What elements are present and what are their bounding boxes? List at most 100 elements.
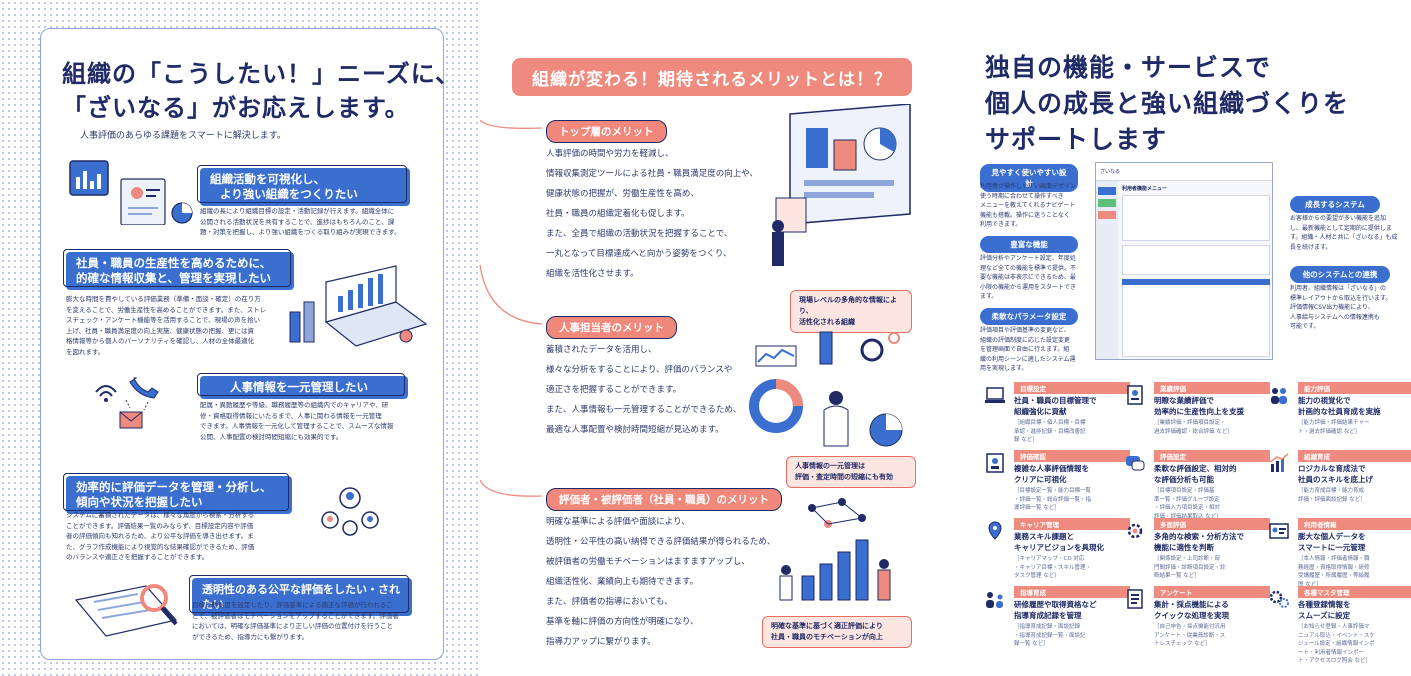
feature-details-line: ［能力育成目標・能力育成 <box>1298 488 1365 494</box>
section-5-body-line: とで、被評価者はモチベーションをアップすることができます。評価者 <box>192 611 399 620</box>
section-4-body-line: た、グラフ作成機能により視覚的な結果確認ができるため、評価 <box>66 542 255 551</box>
section-4-body: システムに蓄積されたデータは、様々な角度から検索・分析する ことができます。評価… <box>66 510 306 563</box>
feature-title-line: 社員・職員の目標管理で <box>1014 396 1097 405</box>
feature-details-line: 過去評価確認・総合評価 など］ <box>1154 428 1233 435</box>
feature-details: ［業績評価・評価項目設定・過去評価確認・総合評価 など］ <box>1154 419 1266 436</box>
section-3-body-line: 配属・異動履歴や等級、職務履歴等の組織内でのキャリアや、研 <box>200 401 389 409</box>
section-4-title-line-1: 効率的に評価データを管理・分析し、 <box>76 480 272 494</box>
point-integration-body: 利用者、組織情報は「ざいなる」の 標準レイアウトから取込を行います。 評価情報C… <box>1290 284 1402 332</box>
point-body-line: 小限の機能から運用をスタートでき <box>980 283 1077 291</box>
section-3-title-line-1: 人事情報を一元管理したい <box>230 380 368 394</box>
top-merit-text: 人事評価の時間や労力を軽減し、 情報収集測定ツールによる社員・職員満足度の向上や… <box>546 144 786 284</box>
feature-title-line: 業務スキル課題と <box>1014 532 1074 541</box>
growth-chart-icon <box>1269 453 1289 472</box>
feature-details-line: 断結果一覧 など］ <box>1154 573 1200 579</box>
feature-details-line: 導評価一覧 など］ <box>1014 505 1060 511</box>
feature-details-line: ［関係設定・上司診断・部 <box>1154 556 1221 562</box>
feature-title-line: 機能に適性を判断 <box>1154 543 1214 552</box>
feature-details: ［指導育成記録・面談記録・指導育成記録一覧・面談記録一覧 など］ <box>1014 623 1126 649</box>
point-body-line: 織の利用シーンに適したシステム運 <box>980 355 1076 363</box>
point-design-body: 利用者が操作しやすい画面デザイン、 使う時期に合わせて操作すべき メニューを教え… <box>980 182 1090 230</box>
feature-details: ［関係設定・上司診断・部門間評価・診断項目設定・診断結果一覧 など］ <box>1154 555 1266 581</box>
point-body-line: 利用者が操作しやすい画面デザイン、 <box>980 183 1082 190</box>
feature-details-line: ・キャリア目標・スキル管理・ <box>1014 564 1092 571</box>
mockup-brand: ざいなる <box>1100 169 1121 175</box>
section-2-body-line: を変えることで、労働生産性を高めることができます。また、ストレ <box>66 305 267 314</box>
point-body-line: 使う時期に合わせて操作すべき <box>980 192 1064 200</box>
section-5-body-line: ができるため、指導力にも繋がります。 <box>192 632 309 641</box>
feature-title-line: 指導育成記録を管理 <box>1014 611 1082 620</box>
feature-tag: 評価設定 <box>1154 450 1270 462</box>
point-body-line: 評価分析やアンケート設定、年度処 <box>980 255 1076 262</box>
feature-details-line: ［能力評価・評価結果チャー <box>1298 420 1370 426</box>
point-features-label: 豊富な機能 <box>980 236 1078 253</box>
feature-title-line: 膨大な個人データを <box>1298 532 1366 541</box>
feature-title-line: キャリアビジョンを具現化 <box>1014 543 1104 552</box>
feature-title-line: 複雑な人事評価情報を <box>1014 464 1089 473</box>
feature-title: 能力の視覚化で計画的な社員育成を実施 <box>1298 395 1381 417</box>
evaluator-merit-line: また、評価者の指導においても、 <box>546 597 673 607</box>
point-body-line: 機能も搭載。操作に迷うことなく <box>980 211 1070 219</box>
feature-title: 柔軟な評価設定、相対的な評価分析も可能 <box>1154 463 1237 485</box>
monitor-analytics-illustration <box>772 104 911 266</box>
feature-details-line: アンケート・従業員診断・ス <box>1154 632 1226 639</box>
point-body-line: す。組織・人材と共に「ざいなる」も成 <box>1290 234 1398 241</box>
feature-title-line: クイックな処理を実現 <box>1154 611 1229 620</box>
feature-details-line: 録 など］ <box>1014 437 1038 443</box>
feature-tag: 業績評価 <box>1154 382 1270 394</box>
feature-title-line: 計画的な社員育成を実施 <box>1298 407 1381 416</box>
top-callout-line: 活性化される組織 <box>799 318 855 326</box>
feature-tag: 評価確認 <box>1014 450 1130 462</box>
top-merit-line: 社員・職員の組織定着化も促します。 <box>546 209 690 219</box>
people-icon <box>1271 388 1287 404</box>
feature-title-line: 研修履歴や取得資格など <box>1014 600 1097 609</box>
top-merit-line: 健康状態の把握が、労働生産性を高め、 <box>546 189 699 199</box>
evaluator-merit-pill: 評価者・被評価者（社員・職員）のメリット <box>546 488 782 511</box>
feature-tag: 各種マスタ管理 <box>1298 586 1411 598</box>
feature-details: ［目標項目設定・評価基準一覧・評価グループ設定・評価入力項目設定・相対評価・評価… <box>1154 487 1266 521</box>
feature-title-line: ロジカルな育成法で <box>1298 464 1366 473</box>
section-3-body-line: 公開、人事配置の検討時間短縮にも効果的です。 <box>200 432 343 441</box>
feature-details-line: 録一覧 など］ <box>1014 641 1049 647</box>
growth-chart-illustration <box>779 498 891 601</box>
point-body-line: メニューを教えてくれるナビゲート <box>980 202 1076 209</box>
feature-details-line: ［業績評価・評価項目設定・ <box>1154 420 1226 426</box>
section-2-body-line: スチェック・アンケート機能等を活用することで、現場の声を拾い <box>66 316 261 324</box>
hr-merit-callout: 人事情報の一元管理は 評価・査定時間の短縮にも有効 <box>786 456 916 488</box>
feature-details-line: ト・過去評価確認 など］ <box>1298 428 1361 435</box>
gear-people-icon <box>1127 523 1143 539</box>
feature-details: ［本人情報・評価者情報・職務経歴・資格取得情報・研修受講履歴・所属履歴・等級履歴… <box>1298 555 1410 589</box>
feature-details-line: ［キャリアマップ・CD 対応 <box>1014 556 1085 562</box>
hr-merit-line: 最適な人事配置や検討時間短縮が見込めます。 <box>546 425 724 435</box>
feature-title-line: 明瞭な業績評価で <box>1154 396 1214 405</box>
point-body-line: し、最新機能として定期的に提供しま <box>1290 224 1392 232</box>
evaluator-merit-text: 明確な基準による評価や面談により、 透明性・公平性の高い納得できる評価結果が得ら… <box>546 512 786 652</box>
feature-title-line: クリアに可視化 <box>1014 475 1067 484</box>
connector-lines <box>479 120 543 497</box>
right-title-line-3: サポートします <box>985 125 1168 154</box>
point-growth-label: 成長するシステム <box>1290 196 1380 213</box>
right-title-line-2: 個人の成長と強い組織づくりを <box>985 89 1350 118</box>
top-merit-line: 一丸となって目標達成へと向かう姿勢をつくり、 <box>546 249 732 259</box>
feature-details-line: ・指導育成記録一覧・面談記 <box>1014 632 1086 639</box>
section-5-body-line: 目標に難易度を設定したり、評価基準による適正な評価が行われるこ <box>192 601 393 609</box>
gears-icon <box>1269 590 1289 608</box>
feature-title: 明瞭な業績評価で効率的に生産性向上を支援 <box>1154 395 1244 417</box>
point-features-body: 評価分析やアンケート設定、年度処 理など全ての機能を標準で提供。不 要な機能は非… <box>980 254 1090 302</box>
merit-title: 組織が変わる！期待されるメリットとは！？ <box>512 58 912 96</box>
hr-callout-line: 評価・査定時間の短縮にも有効 <box>795 473 893 481</box>
feature-details-line: 門間評価・診断項目設定・診 <box>1154 564 1226 571</box>
app-screenshot-mockup: ざいなる 利用者機能メニュー <box>1095 162 1273 360</box>
evaluator-merit-line: 被評価者の労働モチベーションはますますアップし、 <box>546 557 750 567</box>
communication-icons <box>95 377 159 429</box>
feature-details-line: ［自己申告・採点機能付汎用 <box>1154 624 1226 630</box>
section-1-title-line-1: 組織活動を可視化し、 <box>210 172 325 186</box>
section-1-body-line: 組織の長により組織目標の設定・活動記録が行えます。組織全体に <box>200 207 395 215</box>
evaluator-merit-line: 透明性・公平性の高い納得できる評価結果が得られるため、 <box>546 537 776 547</box>
team-network-icon <box>321 487 379 536</box>
hr-merit-line: 蓄積されたデータを活用し、 <box>546 345 657 355</box>
section-3-body: 配属・異動履歴や等級、職務履歴等の組織内でのキャリアや、研 修・資格取得情報にい… <box>200 400 438 442</box>
section-4-body-line: システムに蓄積されたデータは、様々な角度から検索・分析する <box>66 511 255 519</box>
feature-title: 複雑な人事評価情報をクリアに可視化 <box>1014 463 1089 485</box>
point-body-line: 人事給与システムへの情報連携も <box>1290 313 1380 321</box>
